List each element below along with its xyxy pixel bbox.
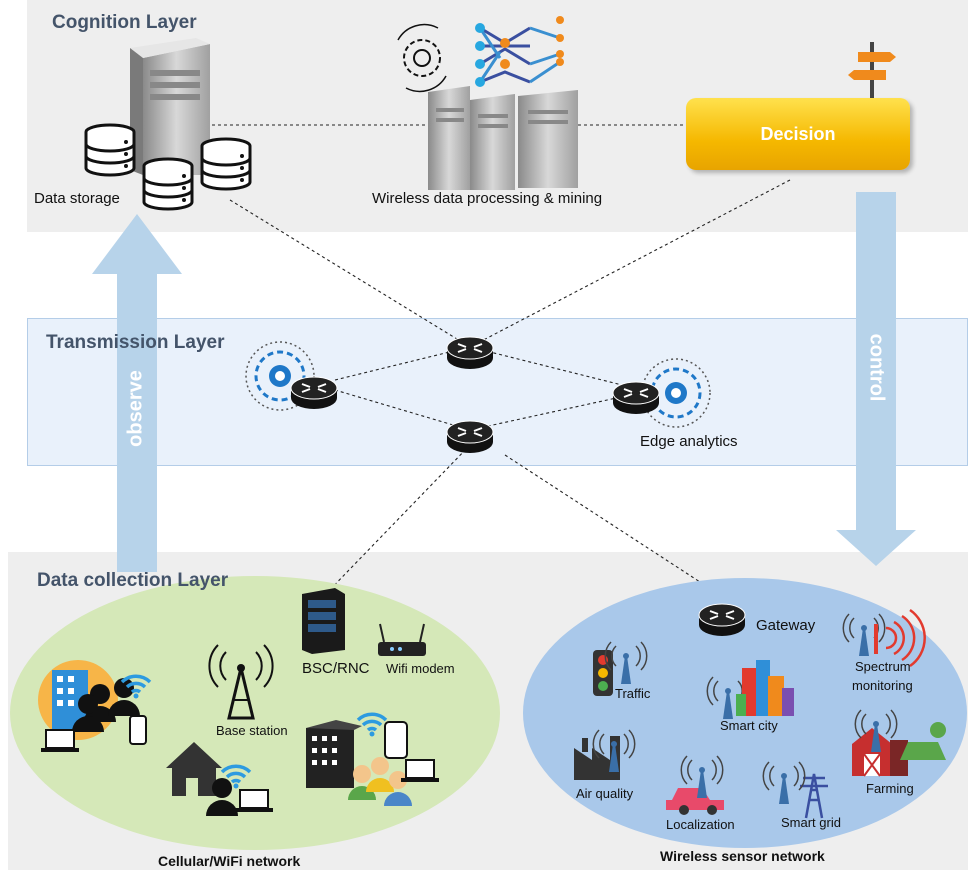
data-collection-layer-title: Data collection Layer bbox=[37, 570, 229, 591]
monitoring-label: monitoring bbox=[852, 678, 913, 693]
smart-city-label: Smart city bbox=[720, 718, 778, 733]
processing-label: Wireless data processing & mining bbox=[372, 190, 603, 207]
storage-server-icon bbox=[130, 38, 210, 175]
wifi-modem-label: Wifi modem bbox=[386, 661, 455, 676]
transmission-layer-panel bbox=[27, 318, 968, 466]
localization-car-icon bbox=[666, 755, 724, 815]
gateway-label: Gateway bbox=[756, 617, 816, 634]
smart-grid-label: Smart grid bbox=[781, 815, 841, 830]
smart-grid-tower-icon bbox=[762, 761, 828, 819]
decision-label: Decision bbox=[760, 123, 836, 144]
router-icon-left bbox=[290, 376, 338, 410]
spectrum-label: Spectrum bbox=[855, 659, 911, 674]
transmission-layer-title: Transmission Layer bbox=[46, 332, 225, 353]
cognition-layer-title: Cognition Layer bbox=[52, 12, 197, 33]
building-users-icon bbox=[306, 712, 440, 806]
base-station-icon bbox=[208, 644, 274, 720]
traffic-label: Traffic bbox=[615, 686, 651, 701]
sensor-network-title: Wireless sensor network bbox=[660, 848, 825, 864]
bsc-rnc-server-icon bbox=[302, 588, 345, 654]
decision-box[interactable]: Decision bbox=[686, 98, 910, 170]
bsc-rnc-label: BSC/RNC bbox=[302, 660, 370, 677]
farming-barn-icon bbox=[852, 709, 946, 777]
router-icon-right bbox=[612, 381, 660, 415]
home-user-icon bbox=[166, 742, 274, 816]
traffic-light-icon bbox=[593, 641, 648, 696]
control-arrow bbox=[836, 192, 916, 566]
base-station-label: Base station bbox=[216, 723, 288, 738]
data-storage-label: Data storage bbox=[34, 190, 120, 207]
spectrum-monitoring-icon bbox=[842, 608, 926, 668]
observe-label: observe bbox=[124, 370, 147, 447]
neural-network-icon bbox=[475, 16, 564, 87]
office-users-icon bbox=[38, 660, 152, 753]
air-quality-factory-icon bbox=[574, 729, 636, 780]
observe-arrow bbox=[92, 214, 182, 572]
farming-label: Farming bbox=[866, 781, 914, 796]
localization-label: Localization bbox=[666, 817, 735, 832]
gear-cycle-icon bbox=[397, 23, 447, 93]
processing-servers-icon bbox=[428, 86, 578, 190]
wifi-modem-icon bbox=[378, 623, 426, 656]
edge-analytics-label: Edge analytics bbox=[640, 433, 738, 450]
gateway-router-icon bbox=[698, 603, 746, 637]
cellular-network-title: Cellular/WiFi network bbox=[158, 853, 301, 869]
router-icon-bottom bbox=[446, 420, 494, 454]
router-icon-top bbox=[446, 336, 494, 370]
air-quality-label: Air quality bbox=[576, 786, 634, 801]
smart-city-icon bbox=[706, 660, 794, 720]
control-label: control bbox=[865, 333, 888, 402]
